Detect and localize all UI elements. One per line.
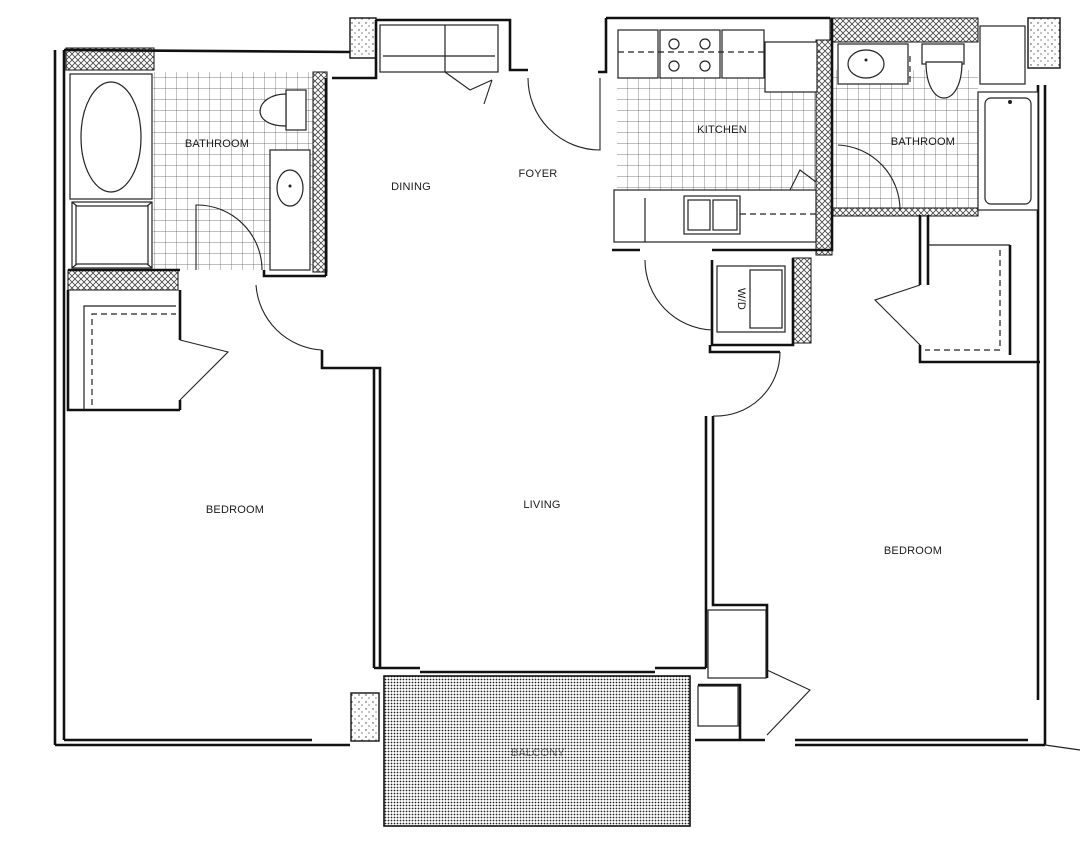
exterior-walls <box>53 16 1081 751</box>
room-label-bathroom-left: BATHROOM <box>185 138 249 150</box>
washer-dryer-label: W/D <box>735 288 747 310</box>
column-top-left <box>349 17 377 59</box>
door-right-storage <box>766 669 811 736</box>
door-swings <box>179 77 921 736</box>
room-label-dining: DINING <box>391 181 431 193</box>
right-bathroom-fixtures <box>837 25 1039 211</box>
pantry <box>764 41 818 93</box>
room-label-bedroom-left: BEDROOM <box>206 504 264 516</box>
door-left-bedroom <box>255 284 323 351</box>
column-bottom-left <box>350 692 380 742</box>
balcony-slider <box>420 670 655 677</box>
wall-hatch-right-top <box>829 17 979 43</box>
room-label-kitchen: KITCHEN <box>697 124 747 136</box>
wall-hatch-left-top <box>65 47 155 71</box>
vanity-left <box>269 149 311 271</box>
door-right-closet <box>873 284 921 346</box>
wall-hatch-bedroom-closet <box>67 269 179 291</box>
interior-walls <box>66 18 1040 740</box>
door-wd <box>644 259 713 331</box>
cooktop <box>659 29 721 79</box>
refrigerator <box>721 29 765 79</box>
door-right-bath <box>837 144 901 211</box>
toilet-bowl-right <box>925 61 963 99</box>
room-label-bathroom-right: BATHROOM <box>891 136 955 148</box>
toilet-tank-right <box>921 43 965 65</box>
linen-shelf <box>979 25 1026 85</box>
room-label-balcony: BALCONY <box>511 747 565 759</box>
wall-hatch-bath-right-bottom <box>832 207 979 217</box>
toilet-bowl-left <box>259 93 287 127</box>
door-left-bath <box>195 204 263 271</box>
room-label-living: LIVING <box>523 499 560 511</box>
balcony-deck <box>383 675 691 827</box>
wall-hatch-kitchen-right <box>815 39 833 256</box>
counter-upper <box>617 29 659 79</box>
door-right-bedroom <box>712 351 781 417</box>
entry-closet <box>379 24 499 105</box>
closets <box>83 244 1010 410</box>
door-entry <box>527 77 601 151</box>
room-label-foyer: FOYER <box>519 168 558 180</box>
wall-hatch-wd <box>792 257 812 344</box>
kitchen-fixtures <box>613 29 820 243</box>
right-bedroom-storage <box>697 609 767 727</box>
toilet-tank-left <box>285 89 307 131</box>
sink-left-icon <box>276 169 304 207</box>
left-bathroom-fixtures <box>69 73 311 271</box>
oval-tub-icon <box>80 81 142 193</box>
room-label-bedroom-right: BEDROOM <box>884 545 942 557</box>
door-left-closet <box>179 339 230 401</box>
column-top-right <box>1027 17 1061 69</box>
sink-right-icon <box>847 49 885 79</box>
washer-dryer <box>716 265 786 333</box>
